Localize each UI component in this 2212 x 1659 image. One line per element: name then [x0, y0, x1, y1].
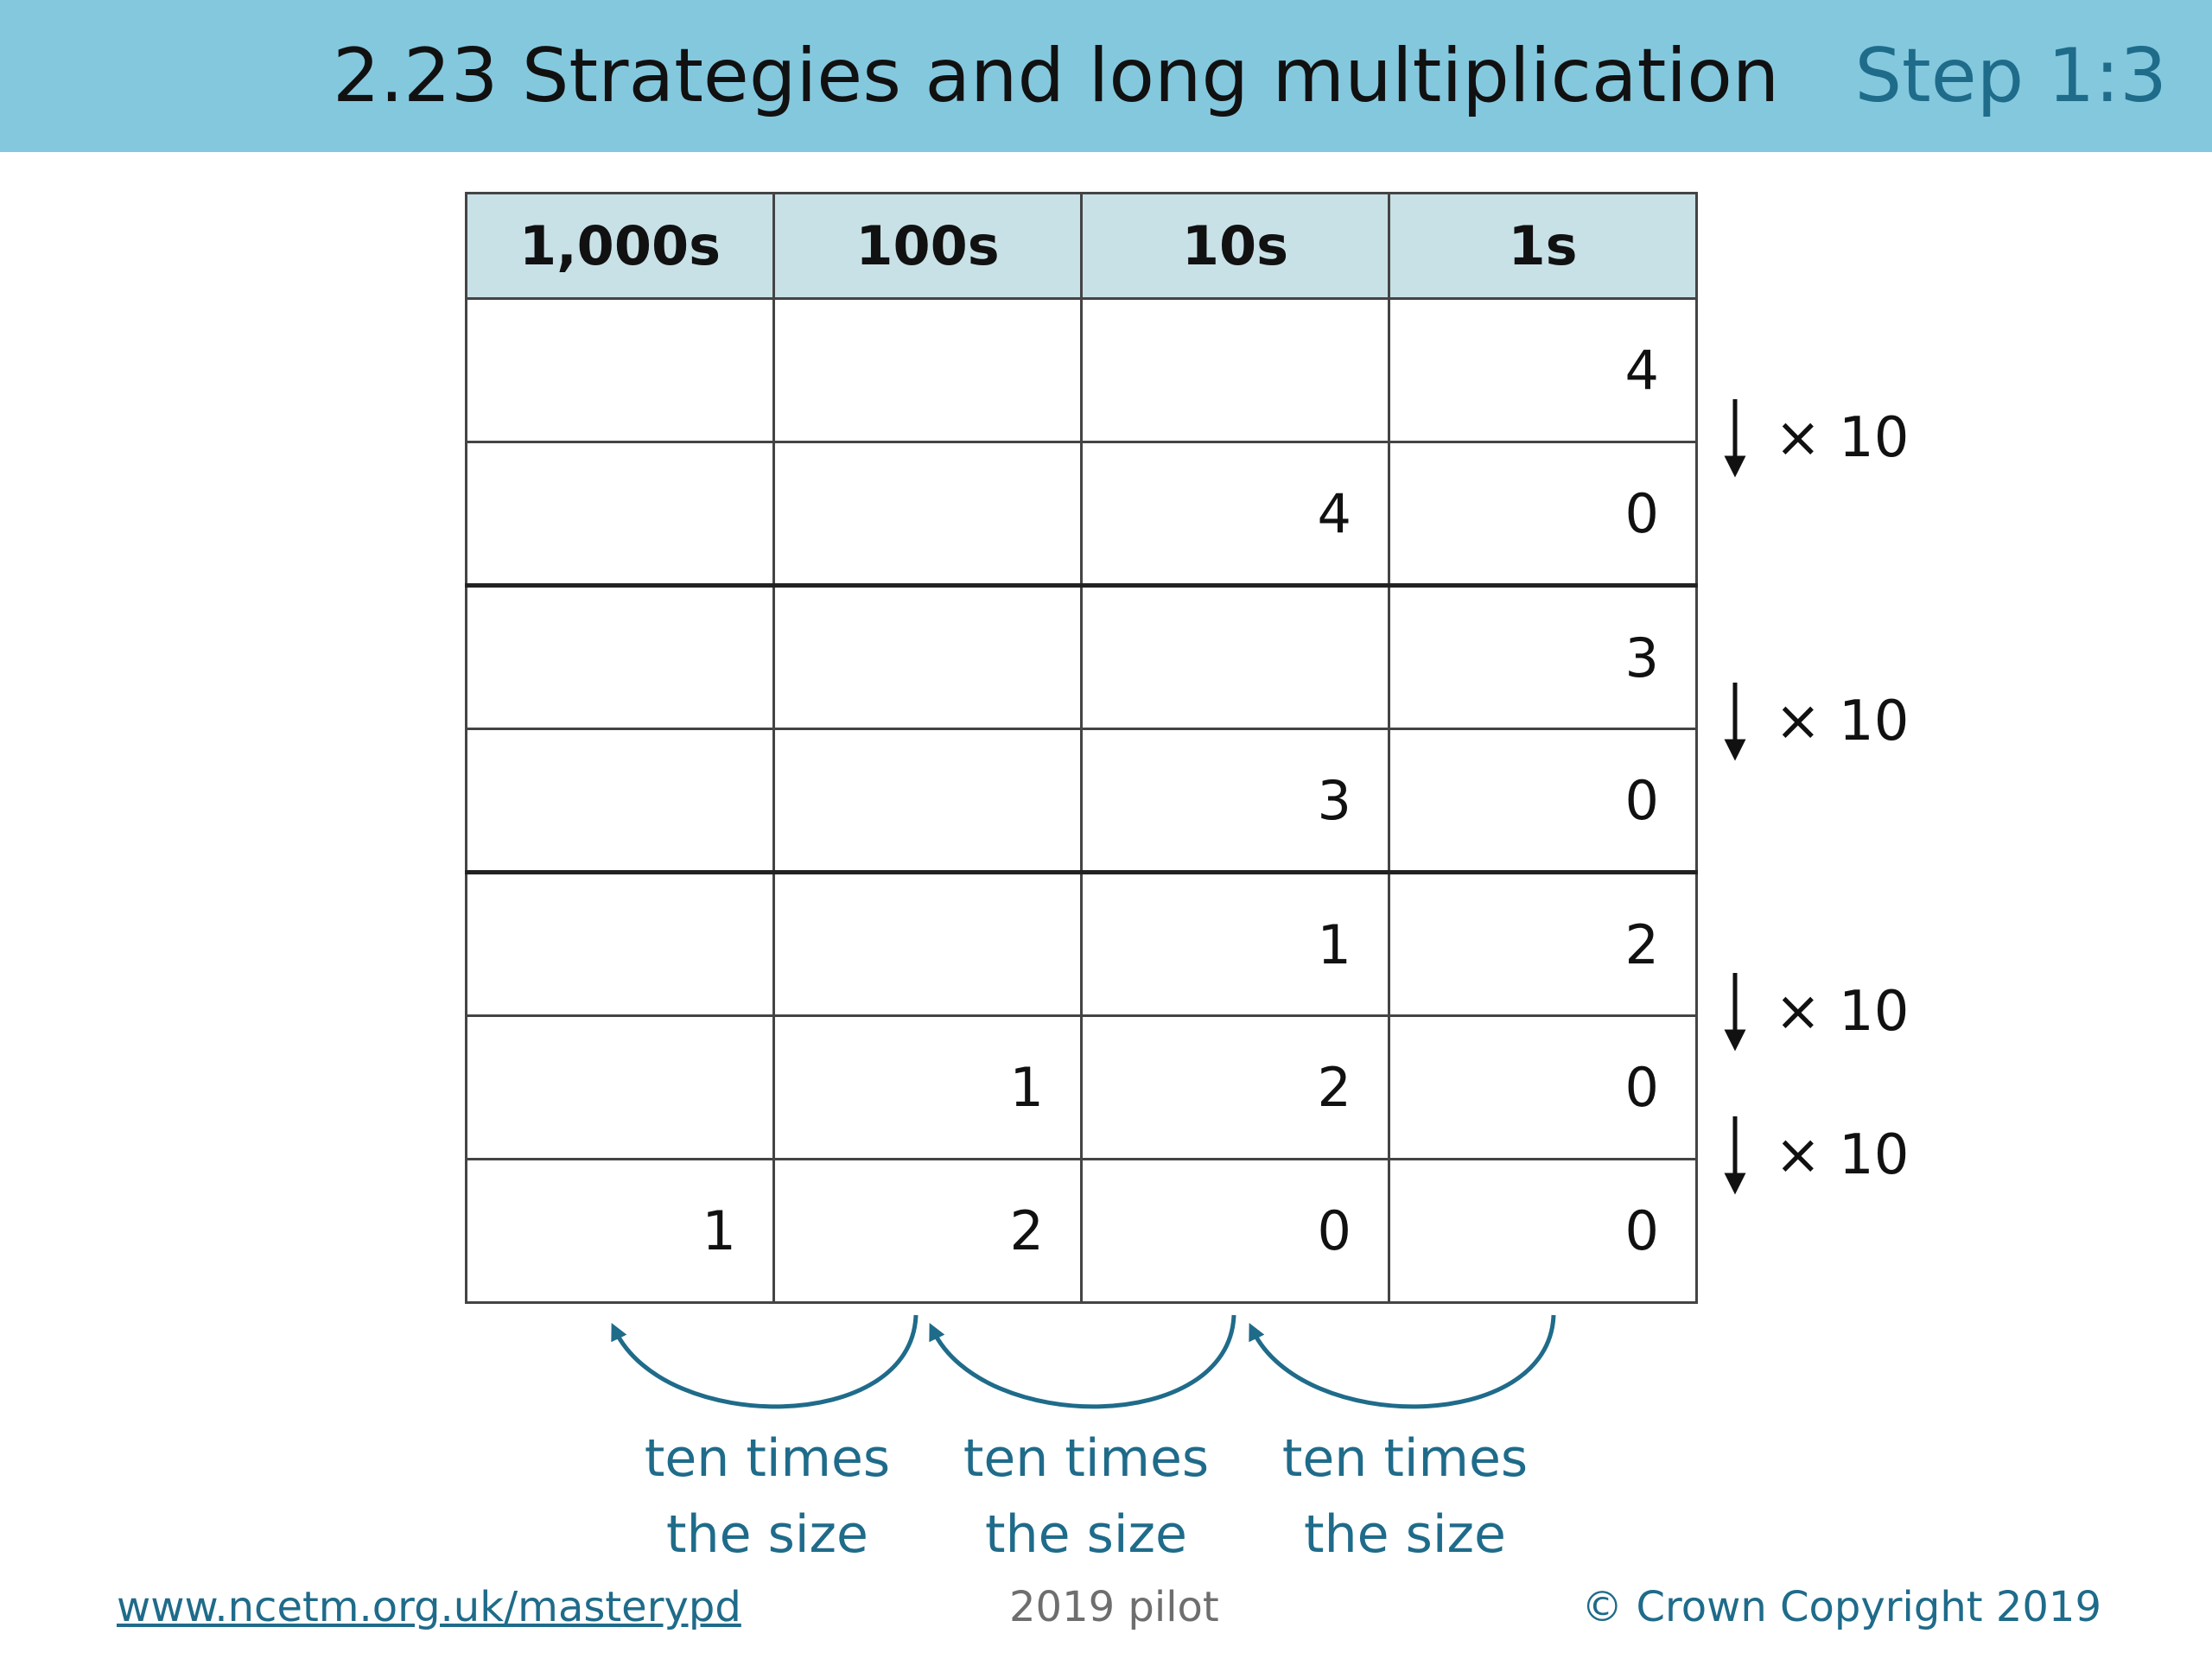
page-title: 2.23 Strategies and long multiplication	[333, 33, 1780, 119]
table-cell: 0	[1388, 1158, 1698, 1304]
table-cell	[1080, 297, 1390, 443]
the-size-label: the size	[666, 1504, 868, 1565]
multiplier-label: × 10	[1775, 1123, 1909, 1187]
table-cell	[772, 441, 1083, 588]
curved-arrow-icon	[929, 1314, 1236, 1409]
curved-arrow-icon	[611, 1314, 918, 1409]
table-cell	[465, 728, 775, 874]
table-cell	[465, 441, 775, 588]
ten-times-label: ten times	[1282, 1428, 1528, 1489]
footer-copyright: © Crown Copyright 2019	[1581, 1583, 2101, 1631]
multiplier-label: × 10	[1775, 406, 1909, 470]
ten-times-label: ten times	[645, 1428, 890, 1489]
footer-pilot-label: 2019 pilot	[1009, 1583, 1219, 1631]
column-header-tens: 10s	[1080, 192, 1390, 300]
table-cell: 1	[465, 1158, 775, 1304]
table-cell	[772, 871, 1083, 1017]
times-ten-arrow-2: × 10	[1724, 683, 1909, 761]
table-cell: 2	[1388, 871, 1698, 1017]
table-cell	[465, 1014, 775, 1160]
table-row: 1 2 0	[465, 1014, 1698, 1160]
table-cell: 0	[1388, 441, 1698, 588]
table-row: 4 0	[465, 441, 1698, 588]
table-cell: 1	[1080, 871, 1390, 1017]
footer-link[interactable]: www.ncetm.org.uk/masterypd	[117, 1583, 741, 1631]
table-row: 1 2	[465, 871, 1698, 1017]
table-row: 3	[465, 584, 1698, 730]
table-cell	[772, 584, 1083, 730]
table-cell: 4	[1388, 297, 1698, 443]
times-ten-arrow-4: × 10	[1724, 1116, 1909, 1195]
the-size-label: the size	[1304, 1504, 1506, 1565]
table-cell	[465, 297, 775, 443]
table-header-row: 1,000s 100s 10s 1s	[465, 192, 1698, 300]
column-header-hundreds: 100s	[772, 192, 1083, 300]
table-cell: 1	[772, 1014, 1083, 1160]
table-cell	[465, 584, 775, 730]
column-header-thousands: 1,000s	[465, 192, 775, 300]
place-value-table: 1,000s 100s 10s 1s 4 4 0 3 3 0	[465, 192, 1698, 1304]
times-ten-arrow-1: × 10	[1724, 399, 1909, 478]
header-bar: 2.23 Strategies and long multiplication …	[0, 0, 2212, 152]
table-cell: 4	[1080, 441, 1390, 588]
table-cell: 3	[1080, 728, 1390, 874]
curved-arrow-icon	[1249, 1314, 1556, 1409]
table-cell	[772, 297, 1083, 443]
table-cell: 3	[1388, 584, 1698, 730]
column-header-ones: 1s	[1388, 192, 1698, 300]
ten-times-label: ten times	[963, 1428, 1209, 1489]
table-cell: 0	[1388, 728, 1698, 874]
times-ten-arrow-3: × 10	[1724, 973, 1909, 1052]
table-row: 3 0	[465, 728, 1698, 874]
step-indicator: Step 1:3	[1854, 33, 2167, 119]
table-cell	[465, 871, 775, 1017]
table-row: 4	[465, 297, 1698, 443]
multiplier-label: × 10	[1775, 690, 1909, 753]
table-cell: 0	[1080, 1158, 1390, 1304]
table-cell: 2	[1080, 1014, 1390, 1160]
table-cell: 0	[1388, 1014, 1698, 1160]
table-row: 1 2 0 0	[465, 1158, 1698, 1304]
multiplier-label: × 10	[1775, 980, 1909, 1044]
the-size-label: the size	[985, 1504, 1187, 1565]
table-cell	[772, 728, 1083, 874]
table-cell: 2	[772, 1158, 1083, 1304]
table-cell	[1080, 584, 1390, 730]
